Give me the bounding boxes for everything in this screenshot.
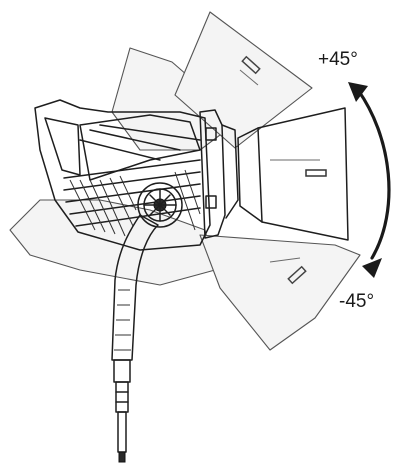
body-hatching <box>69 169 201 237</box>
reflector-horizontal <box>237 107 349 241</box>
tilt-knob <box>137 182 183 228</box>
ghost-fixture-tilted-down <box>9 199 361 351</box>
double-headed-curved-arrow-icon <box>348 82 391 278</box>
angle-down-label: -45° <box>339 291 375 312</box>
ghost-fixture-tilted-up <box>111 11 313 151</box>
fixture-body <box>34 99 211 251</box>
front-flange <box>199 109 239 239</box>
angle-up-label: +45° <box>318 49 358 70</box>
spigot <box>113 359 131 463</box>
mount-arm <box>111 214 159 361</box>
